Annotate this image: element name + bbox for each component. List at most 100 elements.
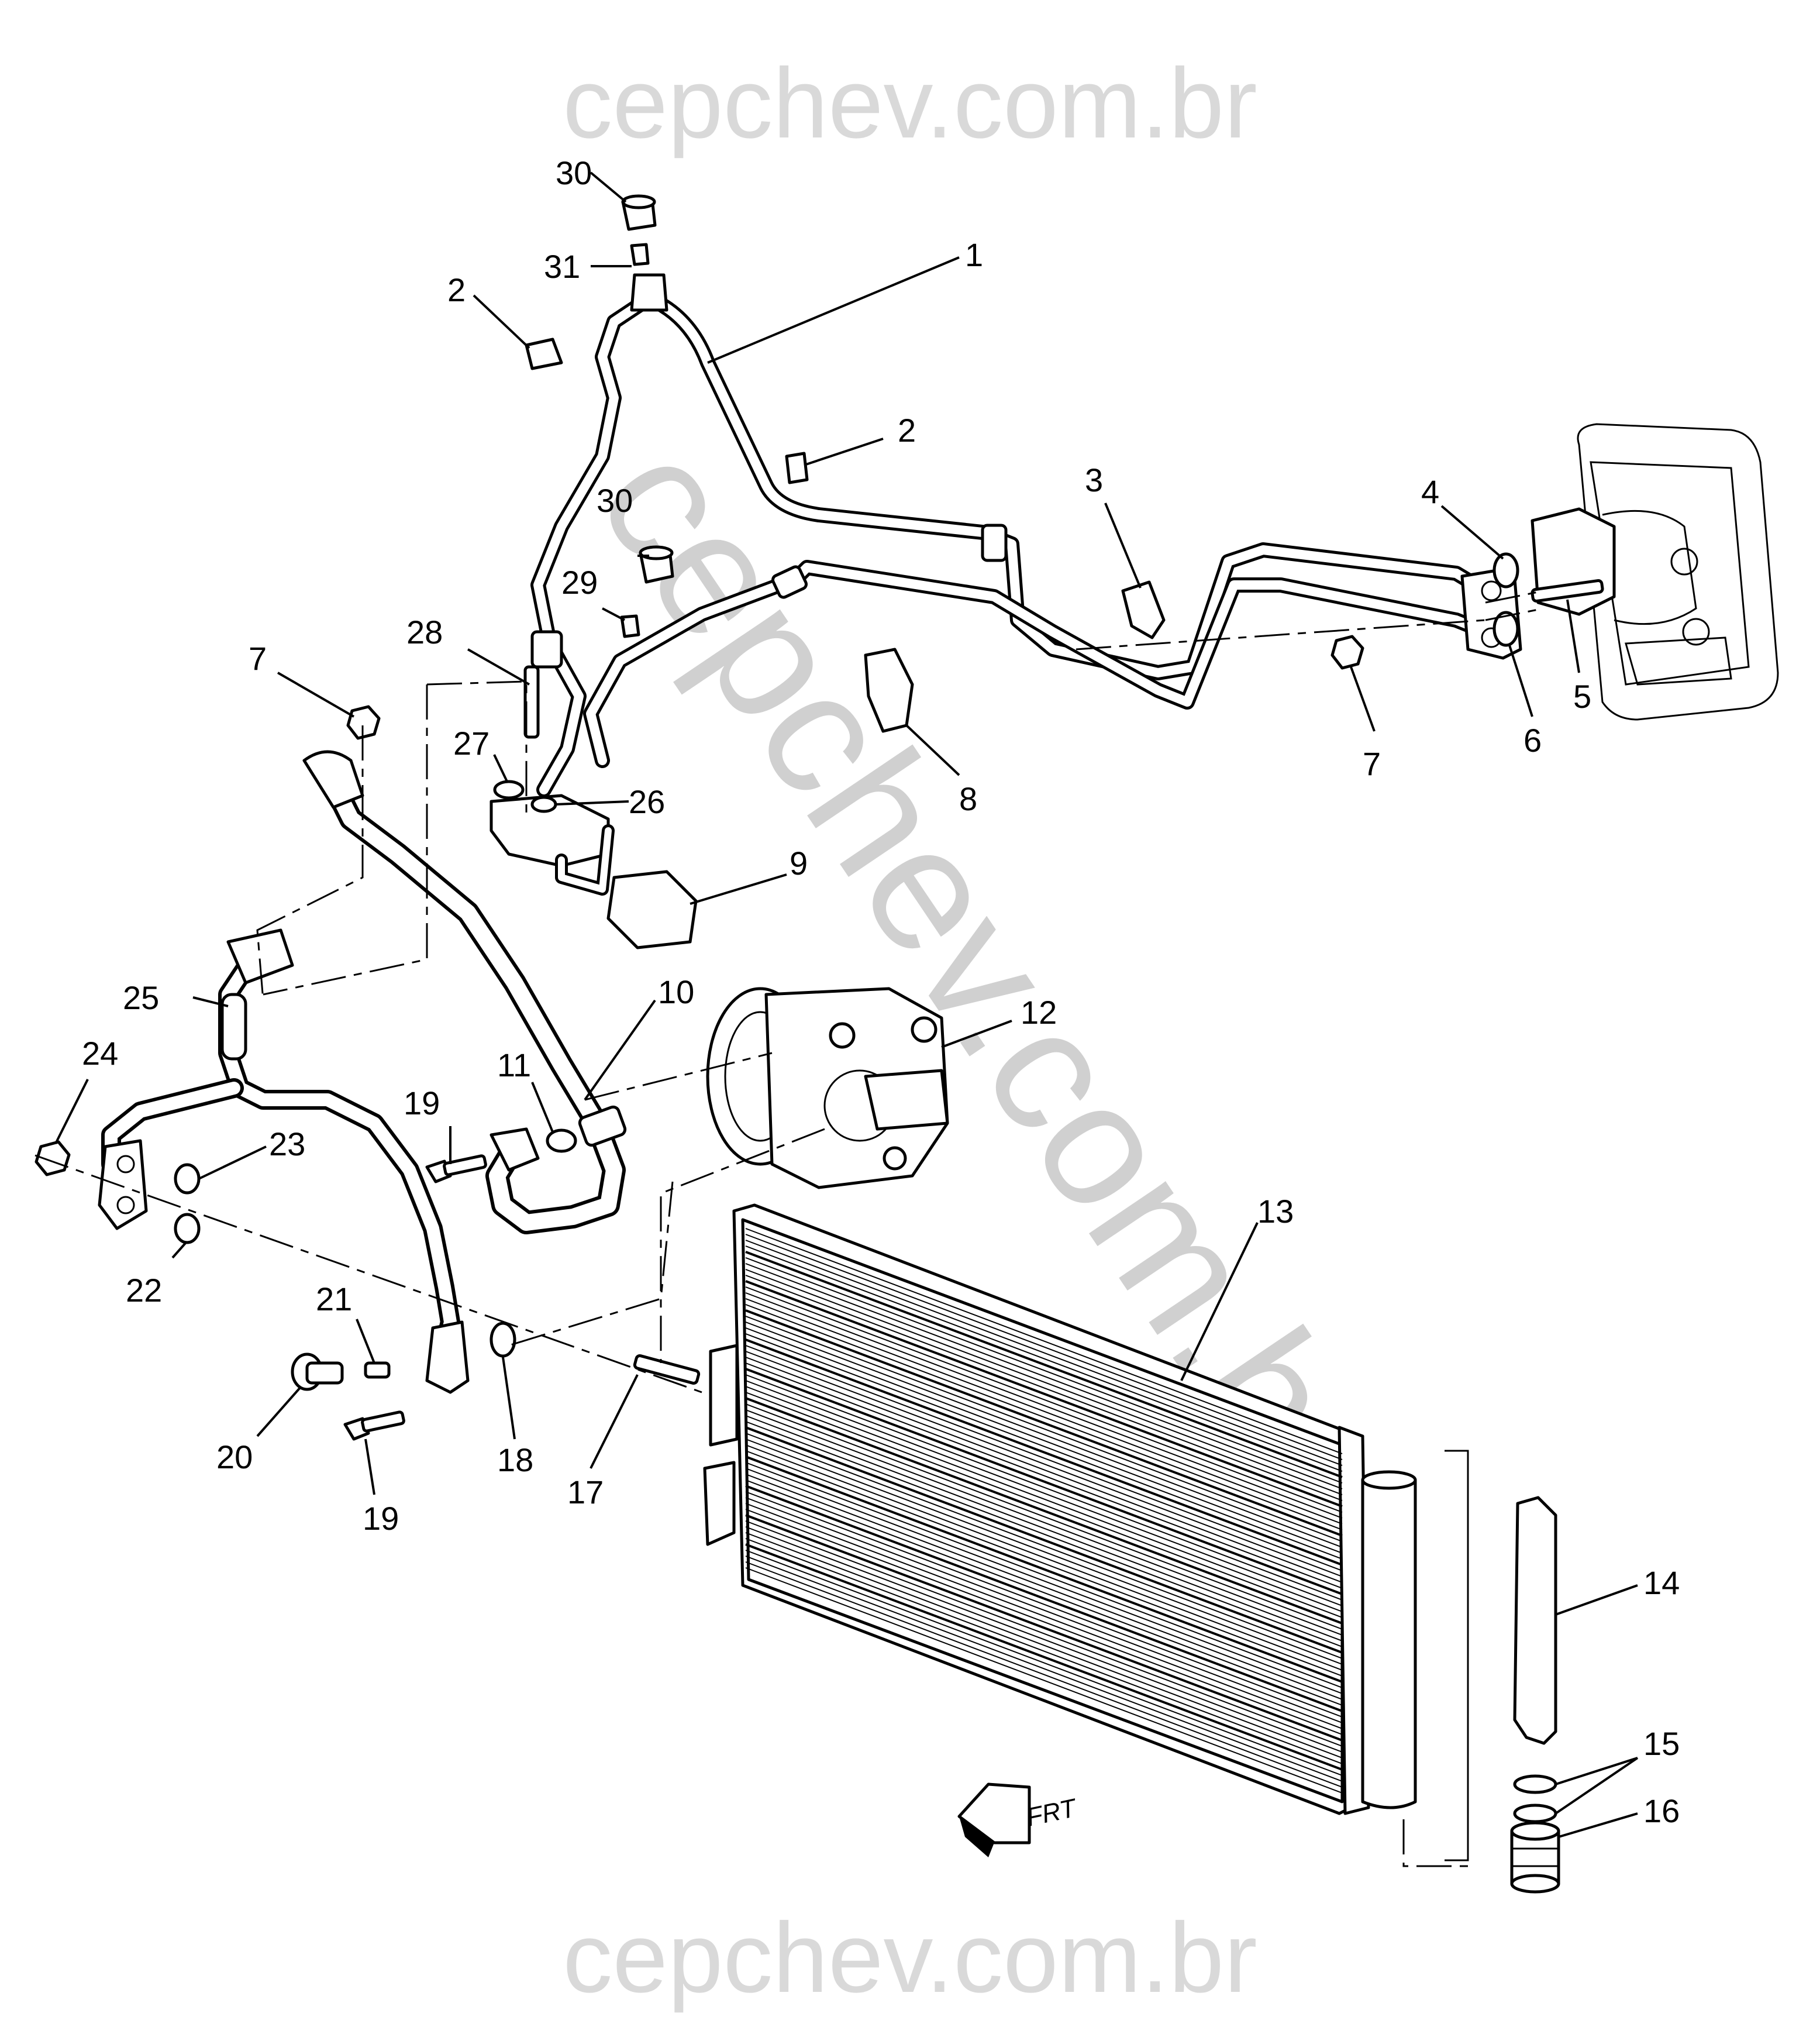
condenser-fin: [745, 1286, 1343, 1513]
stud-5: [1531, 579, 1604, 603]
condenser-fin: [745, 1240, 1343, 1466]
dust-cap-30-top: [621, 194, 657, 231]
leader-lines: [54, 171, 1639, 1838]
callout-9: 9: [790, 845, 808, 882]
condenser-fin: [745, 1468, 1343, 1694]
stud-17: [633, 1354, 701, 1385]
callout-8: 8: [959, 780, 977, 817]
callout-28: 28: [406, 614, 443, 651]
condenser-fin: [745, 1351, 1343, 1577]
condenser-fin: [745, 1397, 1343, 1625]
condenser-fin: [745, 1462, 1343, 1688]
callout-15: 15: [1643, 1725, 1680, 1762]
condenser-fin: [745, 1485, 1343, 1712]
callout-18: 18: [497, 1441, 533, 1478]
nut-7-left: [346, 705, 381, 740]
condenser-fin: [745, 1245, 1343, 1472]
front-label: FRT: [1024, 1794, 1080, 1832]
compressor-12: [706, 987, 949, 1189]
callout-21: 21: [316, 1281, 352, 1317]
condenser-fin: [745, 1368, 1343, 1595]
bracket-9: [606, 870, 698, 949]
callout-7-left: 7: [249, 640, 267, 677]
callout-5: 5: [1573, 678, 1591, 715]
callout-20: 20: [216, 1438, 253, 1475]
condenser-fin: [745, 1304, 1343, 1530]
callout-30-top: 30: [556, 154, 592, 191]
watermark-bottom: cepchev.com.br: [563, 1902, 1257, 2014]
condenser-fin: [745, 1415, 1343, 1641]
callout-30-mid: 30: [597, 482, 633, 519]
condenser-fin: [745, 1497, 1343, 1723]
condenser-fin: [745, 1321, 1343, 1548]
condenser-fin: [745, 1380, 1343, 1606]
condenser-fin: [745, 1280, 1343, 1508]
callout-11: 11: [497, 1047, 531, 1083]
clip-2-right: [785, 452, 809, 484]
condenser-fin: [745, 1345, 1343, 1571]
evaporator-housing: [1531, 423, 1779, 721]
callout-24: 24: [82, 1035, 118, 1072]
condenser-fin: [745, 1309, 1343, 1537]
desiccant-bag-14: [1445, 1450, 1557, 1861]
callout-12: 12: [1021, 994, 1057, 1031]
valve-core-21: [364, 1361, 391, 1379]
condenser-fin: [745, 1251, 1343, 1478]
condenser-fin: [745, 1450, 1343, 1677]
condenser-fin: [745, 1228, 1343, 1454]
condenser-fin: [745, 1386, 1343, 1612]
callout-19-lower: 19: [363, 1500, 399, 1537]
condenser-fin: [745, 1491, 1343, 1718]
dryer-plug-16: [1510, 1821, 1560, 1894]
alignment-lines: [35, 590, 1545, 1867]
front-direction-indicator: FRT: [957, 1782, 1080, 1857]
condenser-fins: [745, 1228, 1343, 1794]
condenser-fin: [745, 1327, 1343, 1554]
oring-11: [546, 1128, 577, 1153]
condenser-fin: [745, 1550, 1343, 1776]
callout-25: 25: [123, 979, 159, 1016]
callout-13: 13: [1257, 1193, 1294, 1230]
condenser-13: [703, 1203, 1417, 1815]
watermark-top: cepchev.com.br: [563, 48, 1257, 159]
condenser-fin: [745, 1455, 1343, 1683]
condenser-fin: [745, 1433, 1343, 1659]
oring-18: [490, 1321, 516, 1358]
condenser-fin: [745, 1392, 1343, 1618]
callout-1: 1: [965, 236, 983, 273]
condenser-fin: [745, 1503, 1343, 1729]
callout-14: 14: [1643, 1564, 1680, 1601]
condenser-fin: [745, 1509, 1343, 1735]
callout-2-right: 2: [898, 412, 916, 449]
callout-26: 26: [629, 783, 665, 820]
condenser-fin: [745, 1479, 1343, 1706]
oring-27: [493, 780, 525, 800]
condenser-fin: [745, 1474, 1343, 1700]
condenser-fin: [745, 1444, 1343, 1671]
condenser-fin: [745, 1543, 1343, 1771]
callout-6: 6: [1523, 722, 1542, 759]
condenser-fin: [745, 1555, 1343, 1782]
callout-16: 16: [1643, 1792, 1680, 1829]
condenser-fin: [745, 1561, 1343, 1788]
callout-10: 10: [658, 973, 694, 1010]
oring-seals-15: [1513, 1774, 1557, 1823]
callout-19-upper: 19: [404, 1085, 440, 1121]
condenser-fin: [745, 1526, 1343, 1753]
condenser-fin: [745, 1514, 1343, 1742]
condenser-fin: [745, 1374, 1343, 1601]
condenser-fin: [745, 1438, 1343, 1665]
callout-31: 31: [544, 248, 580, 285]
callout-4: 4: [1421, 473, 1439, 510]
callout-23: 23: [269, 1126, 305, 1162]
condenser-fin: [745, 1520, 1343, 1747]
callout-7-right: 7: [1363, 745, 1381, 782]
condenser-fin: [745, 1257, 1343, 1484]
callout-17: 17: [567, 1474, 604, 1510]
condenser-fin: [745, 1403, 1343, 1630]
condenser-fin: [745, 1292, 1343, 1519]
condenser-fin: [745, 1421, 1343, 1647]
bolt-19-upper: [425, 1154, 487, 1183]
